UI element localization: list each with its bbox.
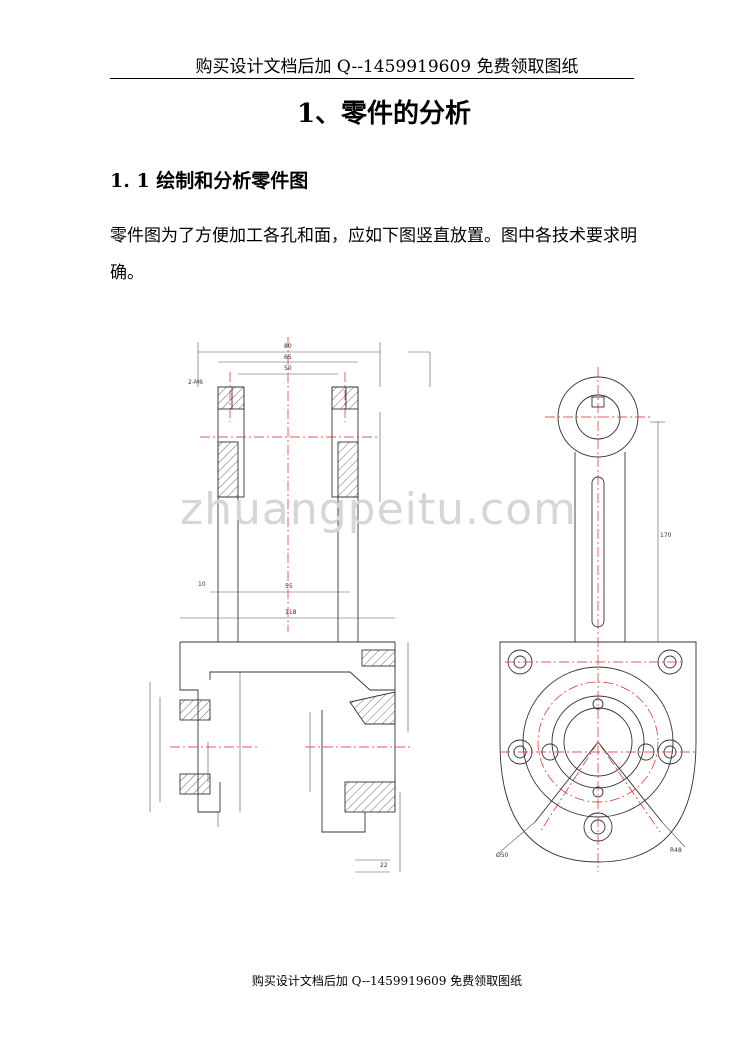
svg-text:65: 65 bbox=[284, 354, 292, 361]
svg-text:2-M6: 2-M6 bbox=[188, 379, 203, 386]
svg-text:80: 80 bbox=[284, 343, 292, 350]
svg-text:118: 118 bbox=[285, 609, 297, 616]
svg-text:10: 10 bbox=[198, 581, 206, 588]
svg-text:55: 55 bbox=[285, 583, 293, 590]
svg-text:50: 50 bbox=[284, 365, 292, 372]
header-divider bbox=[110, 78, 634, 79]
svg-text:Ø50: Ø50 bbox=[496, 852, 509, 859]
watermark: zhuangpeitu.com bbox=[180, 484, 577, 535]
svg-text:170: 170 bbox=[660, 532, 672, 539]
chapter-title: 1、零件的分析 bbox=[296, 99, 472, 129]
body-paragraph: 零件图为了方便加工各孔和面，应如下图竖直放置。图中各技术要求明确。 bbox=[110, 226, 637, 283]
page-footer: 购买设计文档后加 Q--1459919609 免费领取图纸 bbox=[251, 974, 523, 988]
section-view bbox=[149, 342, 431, 873]
page-header: 购买设计文档后加 Q--1459919609 免费领取图纸 bbox=[195, 57, 579, 77]
section-heading: 1. 1 绘制和分析零件图 bbox=[110, 170, 309, 192]
svg-text:22: 22 bbox=[380, 862, 388, 869]
svg-text:R48: R48 bbox=[670, 847, 682, 854]
part-drawing: 80 65 50 10 55 118 2-M6 22 bbox=[149, 337, 697, 873]
